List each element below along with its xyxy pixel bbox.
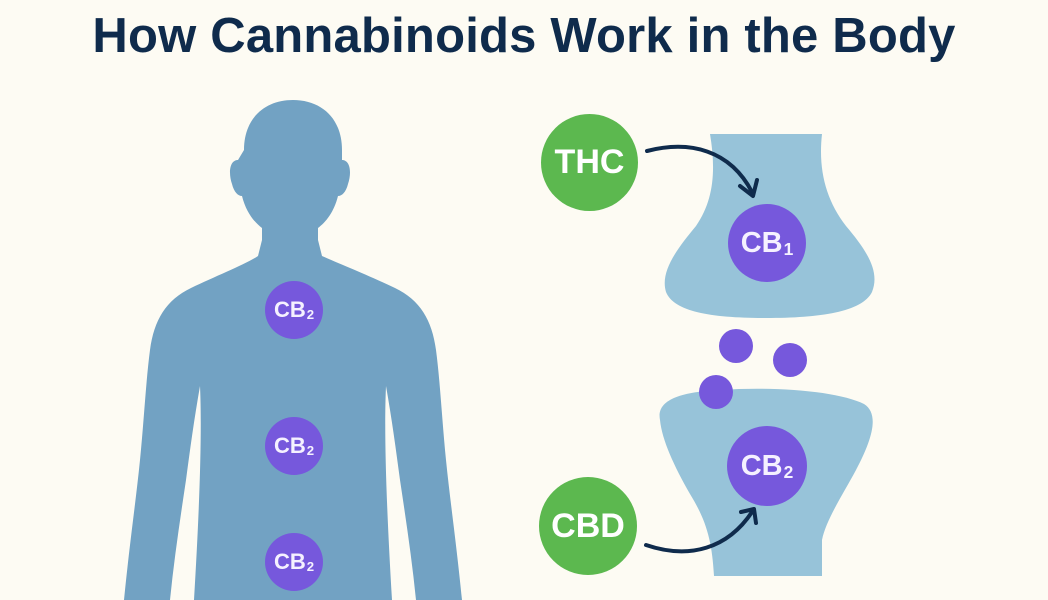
receptor-subscript: 2 bbox=[306, 559, 315, 575]
thc-label: THC bbox=[554, 143, 625, 181]
receptor-label: CB bbox=[740, 226, 783, 259]
receptor-label: CB bbox=[273, 433, 306, 458]
receptor-label: CB bbox=[740, 449, 783, 482]
receptor-subscript: 2 bbox=[306, 443, 315, 459]
cbd-label: CBD bbox=[551, 506, 625, 545]
cbd-binding-arrow bbox=[644, 507, 758, 554]
receptor-subscript: 2 bbox=[306, 307, 315, 323]
cbd-ligand: CBD bbox=[539, 477, 637, 575]
thc-binding-arrow bbox=[645, 144, 759, 198]
thc-ligand: THC bbox=[541, 114, 638, 211]
receptor-subscript: 2 bbox=[783, 461, 794, 482]
neurotransmitter-molecules bbox=[699, 329, 807, 409]
receptor-subscript: 1 bbox=[783, 238, 794, 259]
human-body-silhouette bbox=[124, 100, 462, 600]
receptor-label: CB bbox=[273, 549, 306, 574]
page-title: How Cannabinoids Work in the Body bbox=[92, 9, 956, 63]
receptor-label: CB bbox=[273, 297, 306, 322]
